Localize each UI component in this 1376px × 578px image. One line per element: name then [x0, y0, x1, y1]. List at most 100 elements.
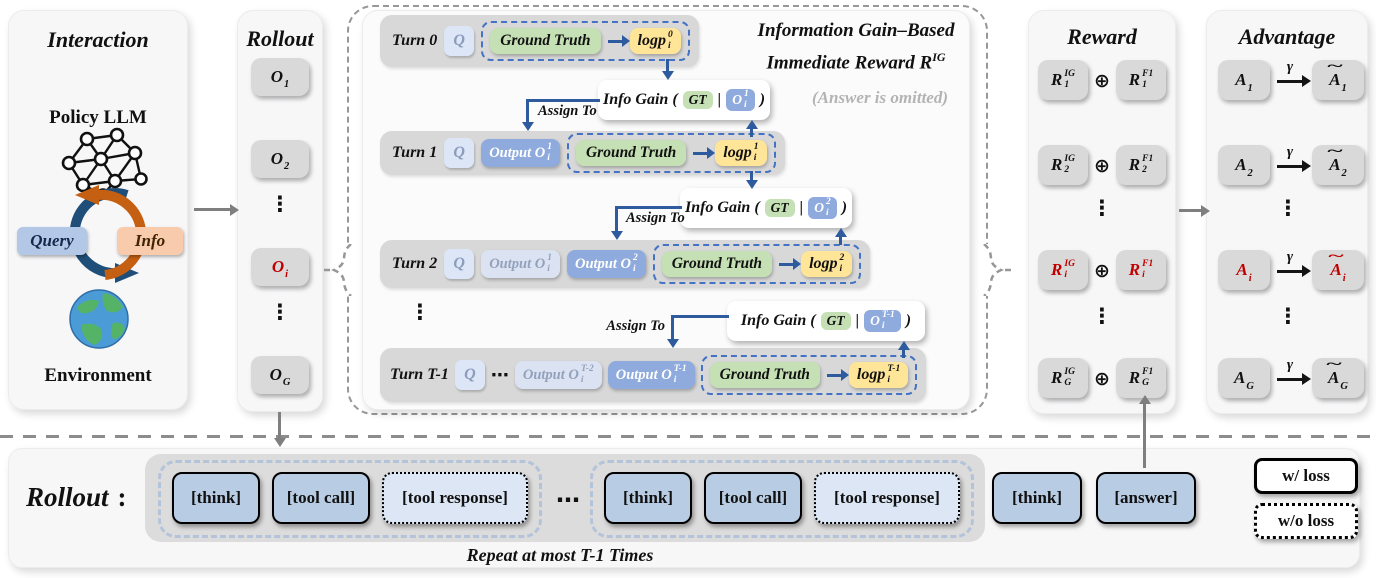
- interaction-title: Interaction: [47, 27, 149, 52]
- oplus-symbol: ⊕: [1094, 368, 1110, 390]
- repeat-note: Repeat at most T-1 Times: [466, 545, 654, 565]
- rollout-ellipsis: ⋮: [269, 300, 291, 324]
- reward-ellipsis: ⋮: [1091, 304, 1113, 328]
- right-arrow-icon: [779, 258, 802, 270]
- turn-label: Turn T-1: [390, 366, 449, 383]
- center-header-line2: Immediate Reward RIG: [766, 50, 946, 74]
- answer-box: [answer]: [1096, 472, 1196, 524]
- logp1-to-infogain2-arrow: [745, 171, 758, 189]
- assign-arrow-3: [666, 315, 679, 348]
- section-divider: [0, 435, 1376, 438]
- assign-line: [671, 315, 729, 318]
- assign-arrow-2: [610, 206, 623, 240]
- tool-call-box: [tool call]: [704, 472, 802, 524]
- outputs-ellipsis: ⋯: [490, 364, 509, 386]
- turn-label: Turn 2: [392, 255, 438, 272]
- policy-llm-network-icon: [61, 127, 148, 199]
- query-chip: Q: [454, 360, 485, 390]
- gt-chip: GT: [820, 312, 851, 330]
- tool-response-box: [tool response]: [382, 472, 528, 524]
- gamma-arrow: γ: [1277, 249, 1311, 277]
- assign-line: [615, 206, 682, 209]
- policy-llm-label: Policy LLM: [49, 107, 147, 128]
- oplus-symbol: ⊕: [1094, 70, 1110, 92]
- rollout-ellipsis: ⋮: [269, 192, 291, 216]
- assign-to-label: Assign To: [606, 318, 665, 334]
- turn-label: Turn 0: [392, 32, 438, 49]
- logp2-to-infogain2-arrow: [834, 228, 847, 245]
- loss-turn-group: [158, 460, 542, 538]
- info-pill: Info: [117, 227, 183, 255]
- interaction-panel: Interaction Policy LLM Query Info: [8, 10, 188, 410]
- bottom-rollout-label: Rollout:: [26, 482, 127, 512]
- center-header-line1: Information Gain–Based: [757, 20, 955, 41]
- legend-with-loss: w/ loss: [1254, 458, 1358, 494]
- center-dashed-border: [347, 5, 988, 415]
- right-brace-icon: [983, 244, 1011, 296]
- ground-truth-box: Ground Truth: [490, 28, 601, 54]
- right-arrow-icon: [693, 147, 716, 159]
- advantage-title: Advantage: [1238, 24, 1336, 49]
- think-box: [think]: [172, 472, 260, 524]
- query-chip: Q: [444, 249, 475, 279]
- rollout-title: Rollout: [246, 26, 314, 51]
- right-arrow-icon: [607, 35, 630, 47]
- reward-title: Reward: [1067, 24, 1137, 49]
- gamma-arrow: γ: [1277, 59, 1311, 87]
- query-chip: Q: [444, 138, 475, 168]
- logp0-to-infogain1-arrow: [661, 59, 674, 80]
- gt-chip: GT: [682, 91, 713, 109]
- right-arrow-icon: [826, 369, 849, 381]
- og-to-rollout-arrow: [273, 412, 286, 447]
- environment-earth-icon: [69, 289, 129, 349]
- tool-call-box: [tool call]: [272, 472, 370, 524]
- answer-to-reward-arrow: [1138, 395, 1151, 468]
- assign-arrow-1: [521, 99, 534, 131]
- left-brace-icon: [324, 244, 352, 296]
- logpT-to-infogain3-arrow: [897, 341, 910, 358]
- repeat-ellipsis: ⋯: [556, 486, 580, 514]
- gt-chip: GT: [764, 199, 795, 217]
- loss-turn-group: [590, 460, 974, 538]
- answer-omitted-note: (Answer is omitted): [811, 88, 948, 107]
- ground-truth-box: Ground Truth: [575, 140, 687, 166]
- interaction-to-rollout-arrow: [194, 203, 239, 216]
- advantage-ellipsis: ⋮: [1277, 304, 1299, 328]
- environment-label: Environment: [44, 365, 152, 386]
- gamma-arrow: γ: [1277, 144, 1311, 172]
- reward-to-advantage-arrow: [1179, 204, 1210, 217]
- oplus-symbol: ⊕: [1094, 260, 1110, 282]
- reward-ellipsis: ⋮: [1091, 196, 1113, 220]
